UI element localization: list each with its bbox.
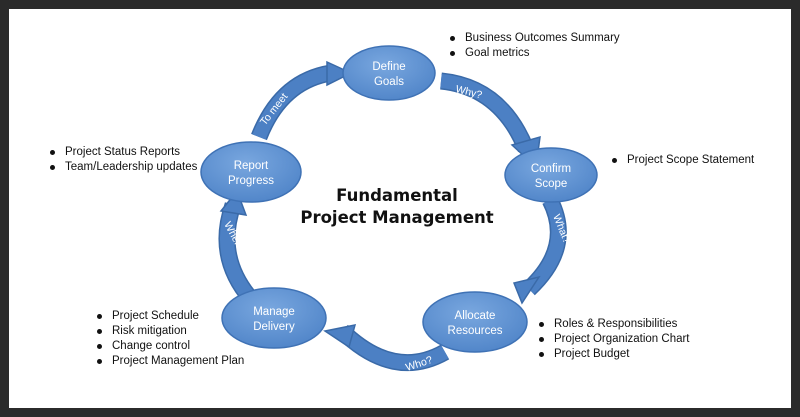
node-label: Confirm: [531, 163, 571, 175]
node-label: Manage: [253, 306, 295, 318]
notes-confirm-scope: Project Scope Statement: [609, 153, 754, 168]
node-label: Scope: [535, 178, 568, 190]
diagram-title-line1: Fundamental: [336, 186, 458, 205]
notes-define-goals: Business Outcomes Summary Goal metrics: [447, 31, 620, 61]
list-item: Project Status Reports: [47, 145, 197, 160]
node-label: Report: [234, 160, 269, 172]
node-report-progress: Report Progress: [200, 141, 302, 203]
list-item: Project Budget: [536, 347, 690, 362]
node-manage-delivery: Manage Delivery: [221, 287, 327, 349]
arrow-to-meet: To meet: [251, 60, 353, 141]
notes-allocate-resources: Roles & Responsibilities Project Organiz…: [536, 317, 690, 362]
list-item: Risk mitigation: [94, 324, 244, 339]
list-item: Change control: [94, 339, 244, 354]
node-label: Allocate: [455, 310, 496, 322]
node-label: Delivery: [253, 321, 295, 333]
diagram-title-line2: Project Management: [300, 208, 493, 227]
node-label: Resources: [448, 325, 503, 337]
notes-manage-delivery: Project Schedule Risk mitigation Change …: [94, 309, 244, 369]
arrow-who: Who?: [323, 324, 450, 374]
list-item: Project Organization Chart: [536, 332, 690, 347]
list-item: Team/Leadership updates: [47, 160, 197, 175]
list-item: Goal metrics: [447, 46, 620, 61]
diagram-canvas: Why? What? Who? When? How? To meet: [9, 9, 791, 408]
list-item: Project Management Plan: [94, 354, 244, 369]
cycle-diagram: Why? What? Who? When? How? To meet: [200, 45, 598, 374]
list-item: Project Scope Statement: [609, 153, 754, 168]
list-item: Roles & Responsibilities: [536, 317, 690, 332]
node-define-goals: Define Goals: [342, 45, 436, 101]
list-item: Business Outcomes Summary: [447, 31, 620, 46]
node-confirm-scope: Confirm Scope: [504, 147, 598, 203]
arrow-when-how: When? How?: [218, 189, 262, 305]
node-allocate-resources: Allocate Resources: [422, 291, 528, 353]
list-item: Project Schedule: [94, 309, 244, 324]
node-label: Goals: [374, 76, 404, 88]
notes-report-progress: Project Status Reports Team/Leadership u…: [47, 145, 197, 175]
arrow-what: What?: [512, 196, 573, 305]
node-label: Define: [372, 61, 405, 73]
node-label: Progress: [228, 175, 274, 187]
